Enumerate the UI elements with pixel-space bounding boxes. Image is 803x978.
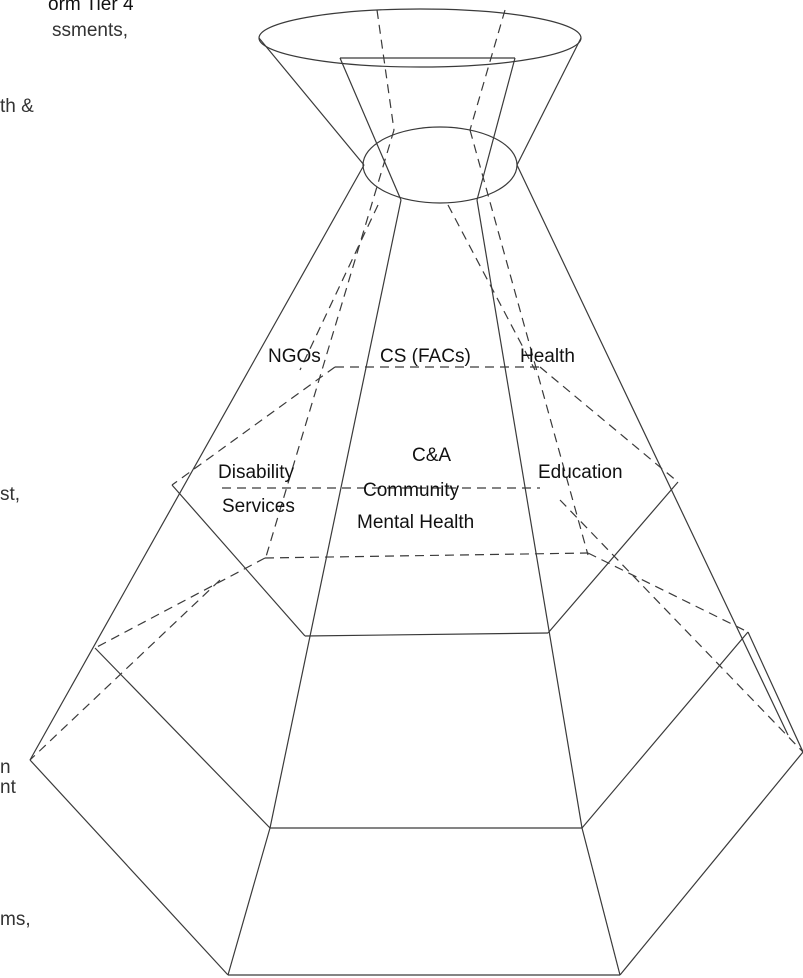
margin-text: nt <box>0 777 16 798</box>
funnel-inner-line <box>339 57 402 201</box>
label-center-line2: Community <box>363 480 460 501</box>
base-edge <box>747 631 803 753</box>
margin-text-heading: orm Tier 4 <box>48 0 134 15</box>
margin-text: n <box>0 757 11 778</box>
outer-edge-left <box>29 164 365 761</box>
hidden-hexagon <box>171 366 336 486</box>
base-edge <box>29 759 229 976</box>
front-edge-left <box>269 199 402 829</box>
front-tier-line <box>304 632 549 637</box>
hidden-tier <box>29 579 221 761</box>
hidden-back-edge <box>299 204 379 371</box>
front-edge-right <box>476 199 583 829</box>
label-disability-line2: Services <box>222 496 295 517</box>
front-tier-line <box>171 484 306 637</box>
margin-text: th & <box>0 96 34 117</box>
label-education: Education <box>538 462 623 483</box>
hidden-back-edge <box>469 129 589 556</box>
funnel-left-edge <box>258 37 365 166</box>
hidden-back-edge <box>447 204 536 371</box>
base-edge <box>227 827 271 976</box>
margin-text: ssments, <box>52 20 129 41</box>
funnel-inner-line <box>476 57 516 201</box>
label-cs-facs: CS (FACs) <box>380 346 471 367</box>
hidden-tier <box>559 499 803 753</box>
hidden-tier <box>587 552 749 633</box>
outer-edge-right <box>516 164 789 736</box>
base-edge <box>581 827 621 976</box>
label-center-line3: Mental Health <box>357 512 474 533</box>
margin-text: ms, <box>0 909 31 930</box>
margin-text: st, <box>0 484 21 505</box>
front-tier-line <box>547 481 679 634</box>
front-tier-line <box>94 647 271 829</box>
hidden-hexagon <box>264 552 589 559</box>
label-center-line1: C&A <box>412 445 451 466</box>
funnel-right-edge <box>516 37 582 166</box>
hidden-line <box>469 9 506 131</box>
label-health: Health <box>520 346 575 367</box>
front-tier-line <box>581 631 749 829</box>
hidden-line <box>376 9 395 131</box>
hidden-tier <box>94 557 266 649</box>
base-edge <box>619 751 803 976</box>
label-ngos: NGOs <box>268 346 321 367</box>
label-disability-line1: Disability <box>218 462 295 483</box>
